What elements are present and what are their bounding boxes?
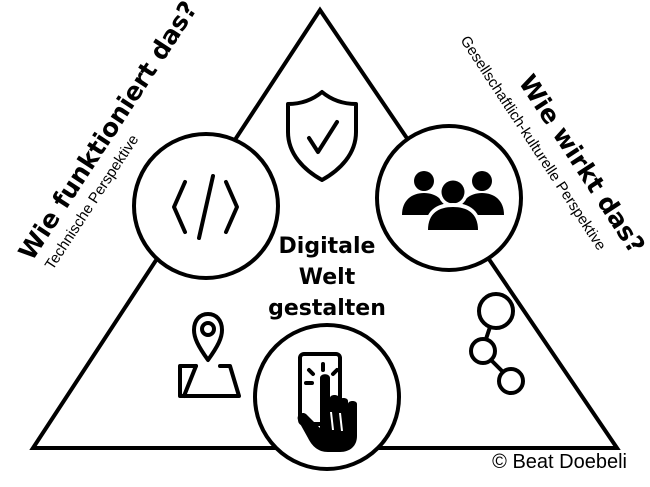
shield-check-icon xyxy=(286,90,358,182)
center-line-3: gestalten xyxy=(268,296,386,321)
center-line-2: Welt xyxy=(299,265,356,290)
credit-text: © Beat Doebeli xyxy=(492,451,627,473)
map-pin-icon xyxy=(178,312,241,398)
people-group-icon xyxy=(375,124,523,272)
node-graph-icon xyxy=(469,292,525,395)
code-brackets-icon xyxy=(132,132,280,280)
center-line-1: Digitale xyxy=(279,234,376,259)
touchscreen-hand-icon xyxy=(253,323,401,471)
